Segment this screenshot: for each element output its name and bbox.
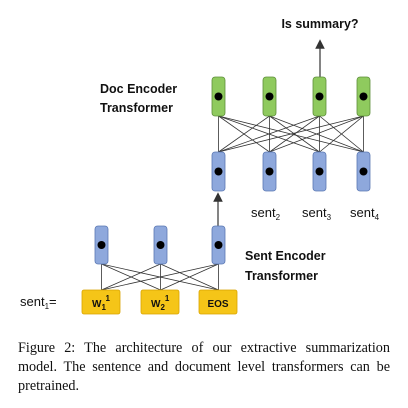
node-dot [214,92,223,101]
sent-encoder-label-line2: Transformer [245,269,318,283]
connection-line [218,115,320,153]
node-dot [214,167,223,176]
connection-line [218,115,270,153]
connection-line [319,115,364,153]
token-label: W11 [92,294,110,312]
connection-lines [101,115,364,291]
sent-label: sent3 [302,205,332,222]
token-box [81,289,121,315]
doc-encoder-output-layer [211,76,371,117]
token-box [198,289,238,315]
node-dot [359,92,368,101]
architecture-diagram: Is summary? Doc Encoder Transformer Sent… [20,17,380,315]
token-box [140,289,180,315]
node-dot [315,167,324,176]
token-layer: W11 W21 EOS [81,289,238,315]
node-dot [97,241,106,249]
node-dot [265,92,274,101]
token-label: W21 [151,294,170,312]
node-dot [156,241,165,249]
node-dot [315,92,324,101]
connection-line [218,115,364,153]
node-dot [265,167,274,176]
is-summary-label: Is summary? [281,17,358,31]
figure-caption: Figure 2: The architecture of our extrac… [18,340,390,394]
sent-label: sent2 [251,205,281,222]
connection-line [269,115,364,153]
connection-line [101,263,161,291]
sentence-embedding-layer [211,151,371,192]
node-dot [214,241,223,249]
connection-line [269,115,320,153]
sent-encoder-output-layer [94,225,226,265]
sent1-label: sent1= [20,294,57,311]
connection-line [160,263,219,291]
doc-encoder-label-line2: Transformer [100,101,173,115]
sent-encoder-label-line1: Sent Encoder [245,249,326,263]
sent-label: sent4 [350,205,380,222]
doc-encoder-label-line1: Doc Encoder [100,82,177,96]
node-dot [359,167,368,176]
token-label: EOS [207,299,228,310]
connection-line [101,263,219,291]
